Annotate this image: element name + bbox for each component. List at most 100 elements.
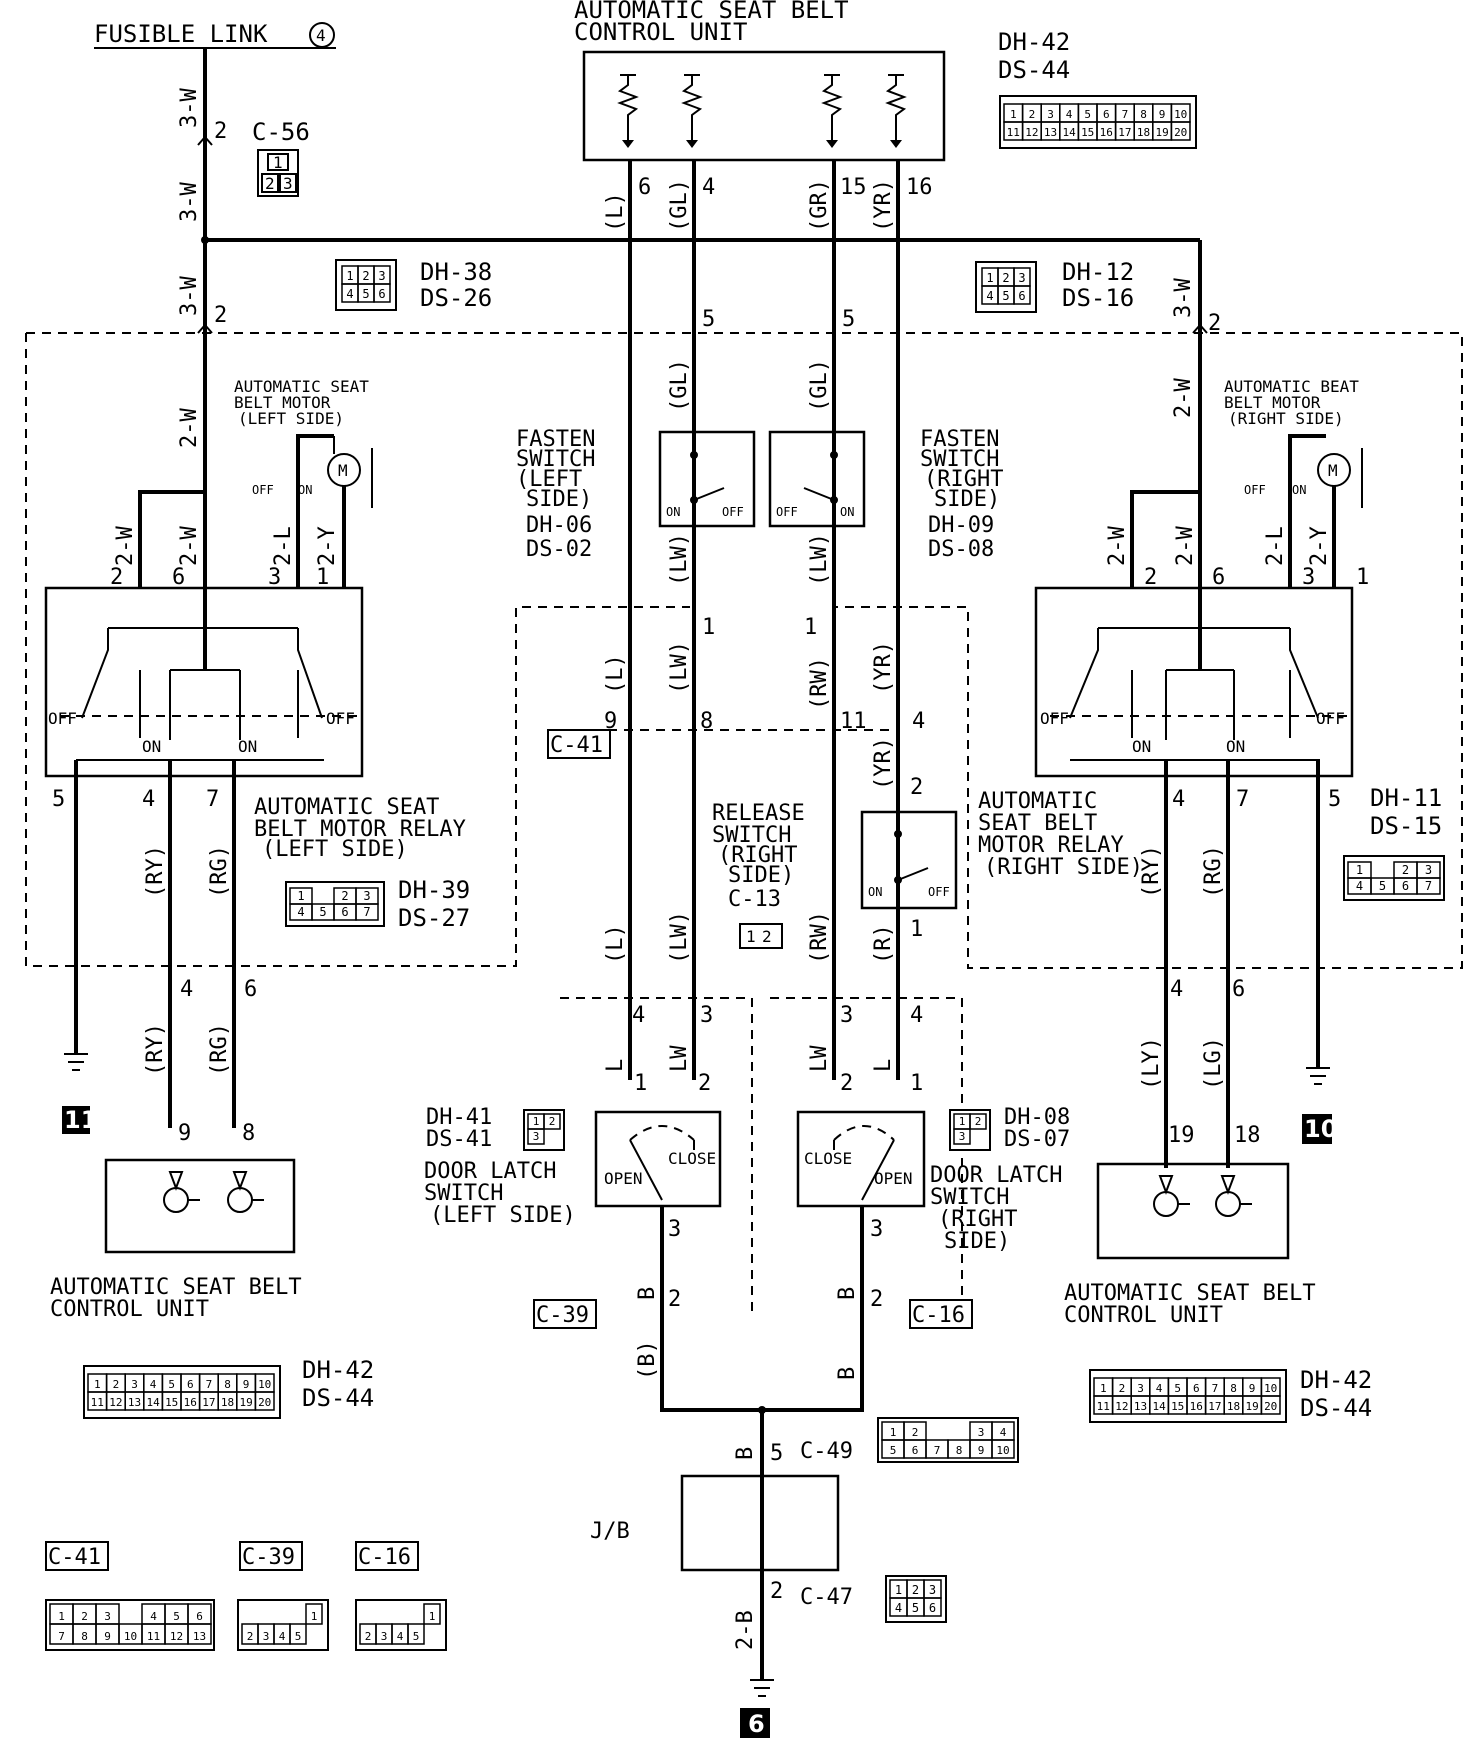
svg-text:1: 1 bbox=[910, 1071, 923, 1096]
svg-text:ON: ON bbox=[840, 505, 854, 519]
control-unit-top: AUTOMATIC SEAT BELT CONTROL UNIT bbox=[574, 0, 946, 162]
svg-text:(LEFT SIDE): (LEFT SIDE) bbox=[430, 1203, 576, 1228]
svg-text:1: 1 bbox=[634, 1071, 647, 1096]
svg-text:B: B bbox=[835, 1367, 860, 1380]
svg-text:C-16: C-16 bbox=[912, 1303, 965, 1328]
svg-text:LW: LW bbox=[667, 1045, 692, 1072]
connector-pin-label: 5 bbox=[1084, 108, 1091, 121]
svg-text:CLOSE: CLOSE bbox=[804, 1149, 852, 1168]
svg-text:(RIGHT SIDE): (RIGHT SIDE) bbox=[1228, 409, 1344, 428]
svg-text:AUTOMATIC SEAT: AUTOMATIC SEAT bbox=[234, 377, 369, 396]
connector-pin-label: 1 bbox=[429, 1610, 436, 1623]
connector-c56: C-56 1 2 3 bbox=[252, 118, 310, 197]
svg-text:2: 2 bbox=[668, 1287, 681, 1312]
connector-cell bbox=[305, 1603, 323, 1625]
connector-pin-label: 12 bbox=[170, 1630, 183, 1643]
svg-text:19: 19 bbox=[1168, 1123, 1195, 1148]
svg-text:ON: ON bbox=[298, 483, 312, 497]
svg-text:6: 6 bbox=[244, 977, 257, 1002]
connector-pin-label: 1 bbox=[1010, 108, 1017, 121]
svg-text:AUTOMATIC SEAT BELT: AUTOMATIC SEAT BELT bbox=[1064, 1281, 1316, 1306]
connector-pin-label: 8 bbox=[1230, 1382, 1237, 1395]
svg-text:OFF: OFF bbox=[776, 505, 798, 519]
connector-pin-label: 6 bbox=[341, 905, 348, 919]
svg-text:9: 9 bbox=[604, 709, 617, 734]
svg-text:2: 2 bbox=[214, 119, 227, 144]
svg-text:B: B bbox=[733, 1447, 758, 1460]
connector-pin-label: 7 bbox=[1425, 879, 1432, 893]
fasten-switch-left: ON OFF FASTEN SWITCH (LEFT SIDE) DH-06 D… bbox=[516, 427, 756, 562]
svg-text:16: 16 bbox=[906, 175, 933, 200]
svg-text:10: 10 bbox=[1304, 1115, 1337, 1143]
connector-cell bbox=[1170, 121, 1191, 141]
connector-pin-label: 3 bbox=[263, 1630, 270, 1643]
svg-text:(LW): (LW) bbox=[807, 533, 832, 586]
connector-pin-label: 1 bbox=[986, 271, 993, 285]
connector-pin-label: 7 bbox=[934, 1444, 941, 1457]
svg-text:OFF: OFF bbox=[1316, 709, 1345, 728]
connector-cell bbox=[373, 283, 391, 303]
connector-pin-label: 5 bbox=[295, 1630, 302, 1643]
svg-text:SIDE): SIDE) bbox=[944, 1229, 1010, 1254]
svg-text:3: 3 bbox=[840, 1003, 853, 1028]
svg-text:(YR): (YR) bbox=[871, 737, 896, 790]
svg-text:(RY): (RY) bbox=[143, 845, 168, 898]
connector-pin-label: 5 bbox=[912, 1601, 919, 1615]
svg-text:5: 5 bbox=[770, 1441, 783, 1466]
svg-text:B: B bbox=[635, 1287, 660, 1300]
connector-pin-label: 2 bbox=[81, 1610, 88, 1623]
relay-right: M OFF ON 2-W 2-W 2-L 2-Y 2 6 3 1 OFF OFF… bbox=[1034, 434, 1369, 1168]
svg-text:(B): (B) bbox=[635, 1340, 660, 1380]
connector-pin-label: 3 bbox=[929, 1583, 936, 1597]
connector-pin-label: 19 bbox=[1155, 126, 1168, 139]
connector-pin-label: 1 bbox=[890, 1426, 897, 1439]
svg-text:DOOR LATCH: DOOR LATCH bbox=[930, 1163, 1062, 1188]
svg-text:1: 1 bbox=[702, 615, 715, 640]
svg-text:(LEFT SIDE): (LEFT SIDE) bbox=[238, 409, 344, 428]
svg-text:(RW): (RW) bbox=[807, 657, 832, 710]
connector-pin-label: 3 bbox=[131, 1378, 138, 1391]
connector-pin-label: 9 bbox=[104, 1630, 111, 1643]
connector-pin-label: 17 bbox=[202, 1396, 215, 1409]
connector-pin-label: 4 bbox=[986, 289, 993, 303]
svg-text:L: L bbox=[603, 1059, 628, 1072]
svg-text:5: 5 bbox=[702, 307, 715, 332]
svg-text:ON: ON bbox=[1226, 737, 1245, 756]
connector-pin-label: 3 bbox=[381, 1630, 388, 1643]
connector-pin-label: 1 bbox=[58, 1610, 65, 1623]
connector-pin-label: 11 bbox=[91, 1396, 104, 1409]
svg-text:4: 4 bbox=[142, 787, 155, 812]
svg-text:(RIGHT SIDE): (RIGHT SIDE) bbox=[984, 855, 1143, 880]
connector-pin-label: 10 bbox=[258, 1378, 271, 1391]
svg-text:DS-44: DS-44 bbox=[302, 1384, 374, 1412]
connector-pin-label: 14 bbox=[146, 1396, 160, 1409]
svg-text:DH-08: DH-08 bbox=[1004, 1105, 1070, 1130]
svg-text:2: 2 bbox=[870, 1287, 883, 1312]
connector-pin-label: 2 bbox=[1402, 863, 1409, 877]
connector-pin-label: 1 bbox=[297, 889, 304, 903]
svg-text:OFF: OFF bbox=[48, 709, 77, 728]
svg-text:CONTROL UNIT: CONTROL UNIT bbox=[1064, 1303, 1223, 1328]
connector-cell bbox=[355, 903, 379, 921]
svg-text:FUSIBLE LINK: FUSIBLE LINK bbox=[94, 20, 268, 48]
connector-cell bbox=[527, 1128, 545, 1145]
connector-pin-label: 18 bbox=[221, 1396, 234, 1409]
connector-pin-label: 1 bbox=[1100, 1382, 1107, 1395]
svg-text:ON: ON bbox=[238, 737, 257, 756]
connector-cell bbox=[187, 1623, 212, 1645]
connector-pin-label: 19 bbox=[1245, 1400, 1258, 1413]
svg-text:3-W: 3-W bbox=[177, 276, 202, 316]
connector-pin-label: 6 bbox=[1103, 108, 1110, 121]
connector-cell bbox=[991, 1439, 1015, 1459]
svg-text:6: 6 bbox=[1212, 565, 1225, 590]
svg-text:DS-26: DS-26 bbox=[420, 284, 492, 312]
connector-pin-label: 4 bbox=[397, 1630, 404, 1643]
connector-cell bbox=[1260, 1395, 1281, 1415]
connector-pin-label: 20 bbox=[1264, 1400, 1277, 1413]
connector-pin-label: 7 bbox=[1212, 1382, 1219, 1395]
svg-text:DS-41: DS-41 bbox=[426, 1127, 492, 1152]
connector-pin-label: 19 bbox=[239, 1396, 252, 1409]
